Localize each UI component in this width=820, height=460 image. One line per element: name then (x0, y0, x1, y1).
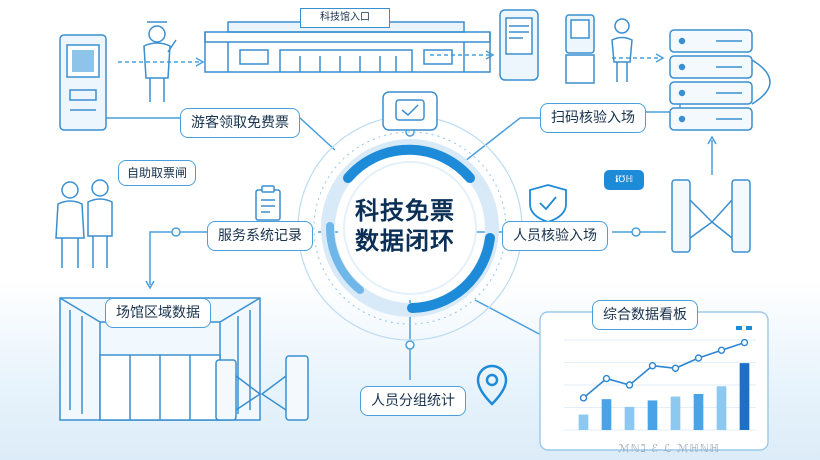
node-dot-bottom (405, 340, 415, 350)
ticket-kiosk-icon (59, 34, 107, 131)
label-staff-verify: 人员核验入场 (502, 221, 608, 251)
label-venue-area-data: 场馆区域数据 (105, 298, 211, 328)
visitor-person-icon (143, 21, 177, 102)
label-staff-grouping: 人员分组统计 (360, 386, 466, 416)
visitor-couple-icon (55, 179, 113, 268)
ticket-icon (382, 91, 438, 131)
chart-point-8 (740, 338, 749, 347)
server-stack-icon (669, 29, 771, 131)
venue-building-icon (59, 297, 261, 421)
chart-point-2 (602, 374, 611, 383)
node-dot-left (171, 227, 181, 237)
entrance-building-icon (204, 21, 491, 73)
center-ring (297, 115, 523, 341)
entrance-sign: 科技馆入口 (300, 8, 390, 28)
chart-bar-6 (693, 394, 704, 430)
chart-bar-7 (716, 386, 727, 430)
chart-bar-2 (601, 399, 612, 430)
info-tooltip: ℹ℧ℍ (604, 170, 644, 190)
venue-turnstile-icon (215, 355, 309, 421)
chart-point-3 (625, 381, 634, 389)
chart-bar-3 (624, 406, 635, 430)
chart-point-4 (648, 362, 657, 370)
node-dot-right (631, 227, 641, 237)
clipboard-icon (255, 185, 281, 221)
title-line-1: 科技免票 (355, 197, 455, 225)
label-visitor-free-ticket: 游客领取免费票 (180, 108, 300, 138)
chart-point-5 (671, 364, 680, 372)
chart-point-1 (579, 394, 588, 402)
footer-watermark: ℳℕℷ ℰ ℒ ℳℍℕℍ (618, 442, 721, 455)
label-scan-verify: 扫码核验入场 (540, 103, 646, 133)
chart-bar-4 (647, 400, 658, 430)
connector-ring-to-scan (459, 117, 540, 166)
label-service-record: 服务系统记录 (207, 221, 313, 251)
location-pin-icon (476, 364, 508, 406)
title-line-2: 数据闭环 (355, 227, 455, 255)
chart-bar-8 (739, 363, 750, 430)
chart-bar-5 (670, 396, 681, 430)
chart-bar-1 (578, 414, 589, 430)
turnstile-gate-icon (671, 179, 751, 253)
connector-service-to-venue (149, 231, 207, 285)
dashboard-legend (736, 326, 752, 330)
label-self-service-gate: 自助取票闸 (118, 160, 197, 186)
self-service-terminal-icon (499, 9, 595, 84)
chart-point-7 (717, 346, 726, 354)
staff-person-icon (611, 18, 633, 82)
chart-trend-line (582, 341, 745, 399)
dashboard-chart (564, 338, 756, 431)
shield-check-icon (529, 184, 567, 223)
label-dashboard: 综合数据看板 (592, 300, 698, 330)
chart-point-6 (694, 354, 703, 362)
center-title: 科技免票 数据闭环 (330, 196, 480, 256)
